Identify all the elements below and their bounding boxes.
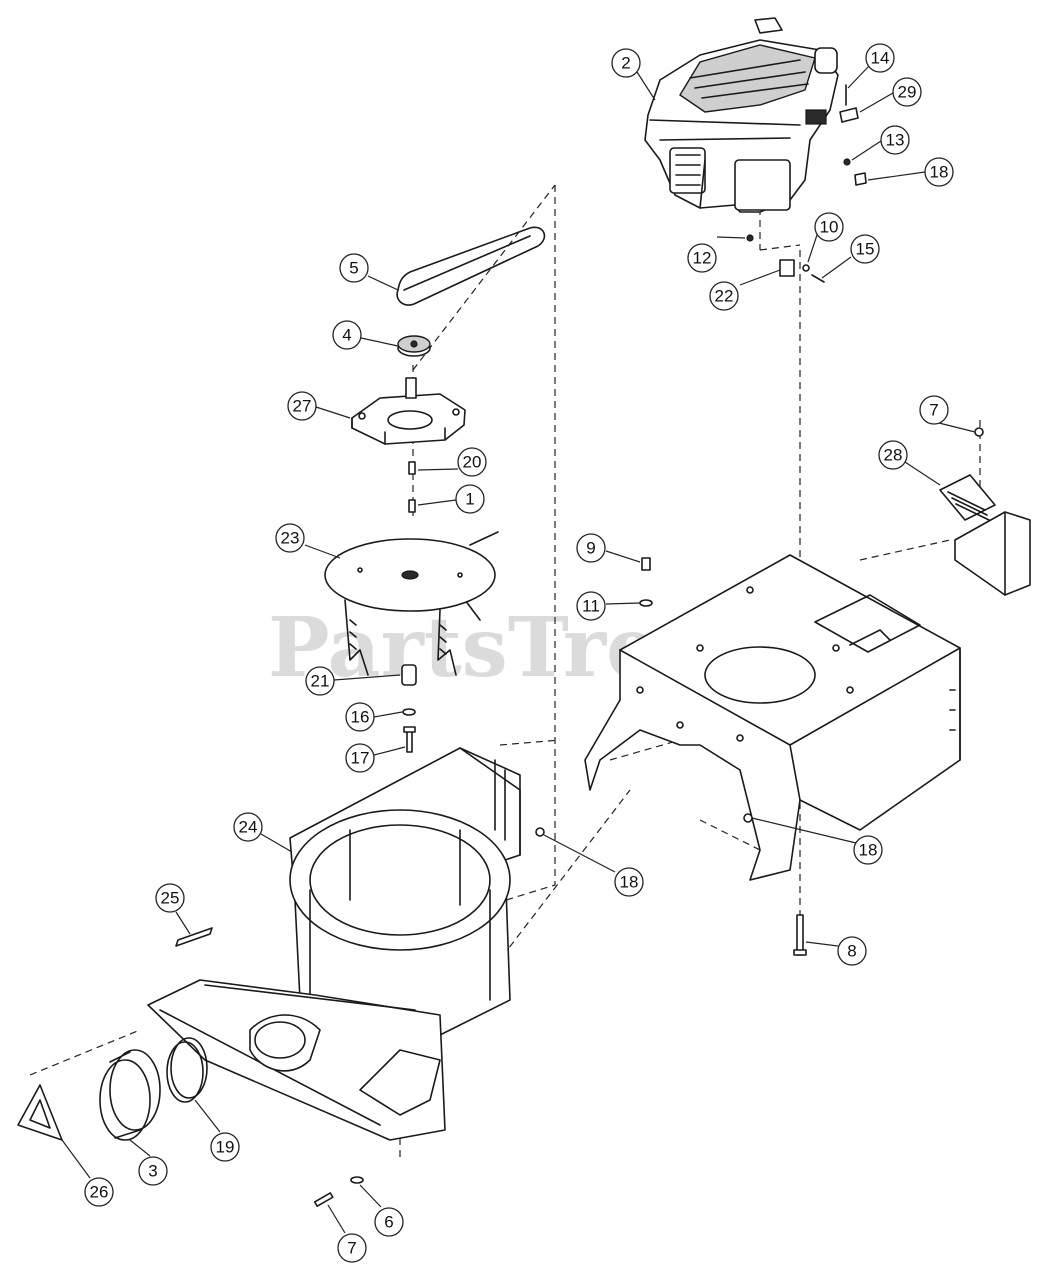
svg-text:9: 9 <box>586 539 595 558</box>
callout-15: 15 <box>850 234 880 264</box>
callout-6: 6 <box>374 1207 404 1237</box>
hub-spacer-bolt <box>401 664 417 753</box>
svg-text:13: 13 <box>886 131 905 150</box>
svg-text:12: 12 <box>693 249 712 268</box>
frame <box>584 554 961 881</box>
svg-text:19: 19 <box>216 1138 235 1157</box>
svg-text:18: 18 <box>859 841 878 860</box>
svg-text:18: 18 <box>930 163 949 182</box>
callout-16: 16 <box>345 702 375 732</box>
chute-bracket <box>939 427 1031 596</box>
callout-23: 23 <box>275 523 305 553</box>
pulley <box>397 335 431 357</box>
svg-text:1: 1 <box>465 490 474 509</box>
chute-base <box>147 979 446 1141</box>
svg-text:7: 7 <box>347 1239 356 1258</box>
svg-text:5: 5 <box>349 259 358 278</box>
callout-12: 12 <box>687 243 717 273</box>
svg-text:21: 21 <box>311 672 330 691</box>
svg-text:15: 15 <box>856 240 875 259</box>
callout-25: 25 <box>155 883 185 913</box>
svg-text:22: 22 <box>715 287 734 306</box>
cap-and-clamp <box>99 1037 208 1141</box>
callout-7-right: 7 <box>919 395 949 425</box>
svg-text:10: 10 <box>820 218 839 237</box>
callout-27: 27 <box>287 391 317 421</box>
svg-text:25: 25 <box>161 889 180 908</box>
svg-text:26: 26 <box>90 1183 109 1202</box>
mounting-plate <box>351 377 466 445</box>
callout-10: 10 <box>814 212 844 242</box>
callout-13: 13 <box>880 125 910 155</box>
callout-18-right: 18 <box>853 835 883 865</box>
svg-text:20: 20 <box>463 453 482 472</box>
callout-1: 1 <box>455 484 485 514</box>
callout-2: 2 <box>611 48 641 78</box>
callout-21: 21 <box>305 666 335 696</box>
callout-3: 3 <box>138 1156 168 1186</box>
callout-9: 9 <box>576 533 606 563</box>
svg-text:4: 4 <box>342 326 351 345</box>
callout-17: 17 <box>345 743 375 773</box>
belt <box>396 226 546 306</box>
callout-11: 11 <box>576 591 606 621</box>
svg-text:18: 18 <box>620 873 639 892</box>
svg-text:23: 23 <box>281 529 300 548</box>
callout-20: 20 <box>457 447 487 477</box>
callout-26: 26 <box>84 1177 114 1207</box>
leader-lines <box>61 65 976 1234</box>
engine <box>644 17 839 213</box>
svg-text:27: 27 <box>293 397 312 416</box>
callout-24: 24 <box>233 812 263 842</box>
svg-text:7: 7 <box>929 401 938 420</box>
svg-text:8: 8 <box>847 942 856 961</box>
svg-text:16: 16 <box>351 708 370 727</box>
callout-4: 4 <box>332 320 362 350</box>
reflector <box>17 1084 63 1141</box>
callout-28: 28 <box>878 440 908 470</box>
fan-housing <box>289 747 545 1041</box>
callout-5: 5 <box>339 253 369 283</box>
svg-text:3: 3 <box>148 1162 157 1181</box>
svg-text:14: 14 <box>871 49 890 68</box>
engine-hardware <box>746 84 867 283</box>
svg-text:28: 28 <box>884 446 903 465</box>
bolt-washer-9-11 <box>639 557 653 607</box>
svg-text:6: 6 <box>384 1213 393 1232</box>
callout-18-mid: 18 <box>614 867 644 897</box>
svg-text:24: 24 <box>239 818 258 837</box>
svg-text:29: 29 <box>898 83 917 102</box>
callout-19: 19 <box>210 1132 240 1162</box>
callout-14: 14 <box>865 43 895 73</box>
svg-text:11: 11 <box>582 597 600 616</box>
callout-29: 29 <box>892 77 922 107</box>
callout-22: 22 <box>709 281 739 311</box>
shaft-key <box>408 461 416 513</box>
decal <box>175 927 213 947</box>
impeller <box>324 531 499 676</box>
svg-text:17: 17 <box>351 749 370 768</box>
callout-18-top: 18 <box>924 157 954 187</box>
callout-7-bottom: 7 <box>337 1233 367 1263</box>
callout-8: 8 <box>837 936 867 966</box>
svg-text:2: 2 <box>621 54 630 73</box>
